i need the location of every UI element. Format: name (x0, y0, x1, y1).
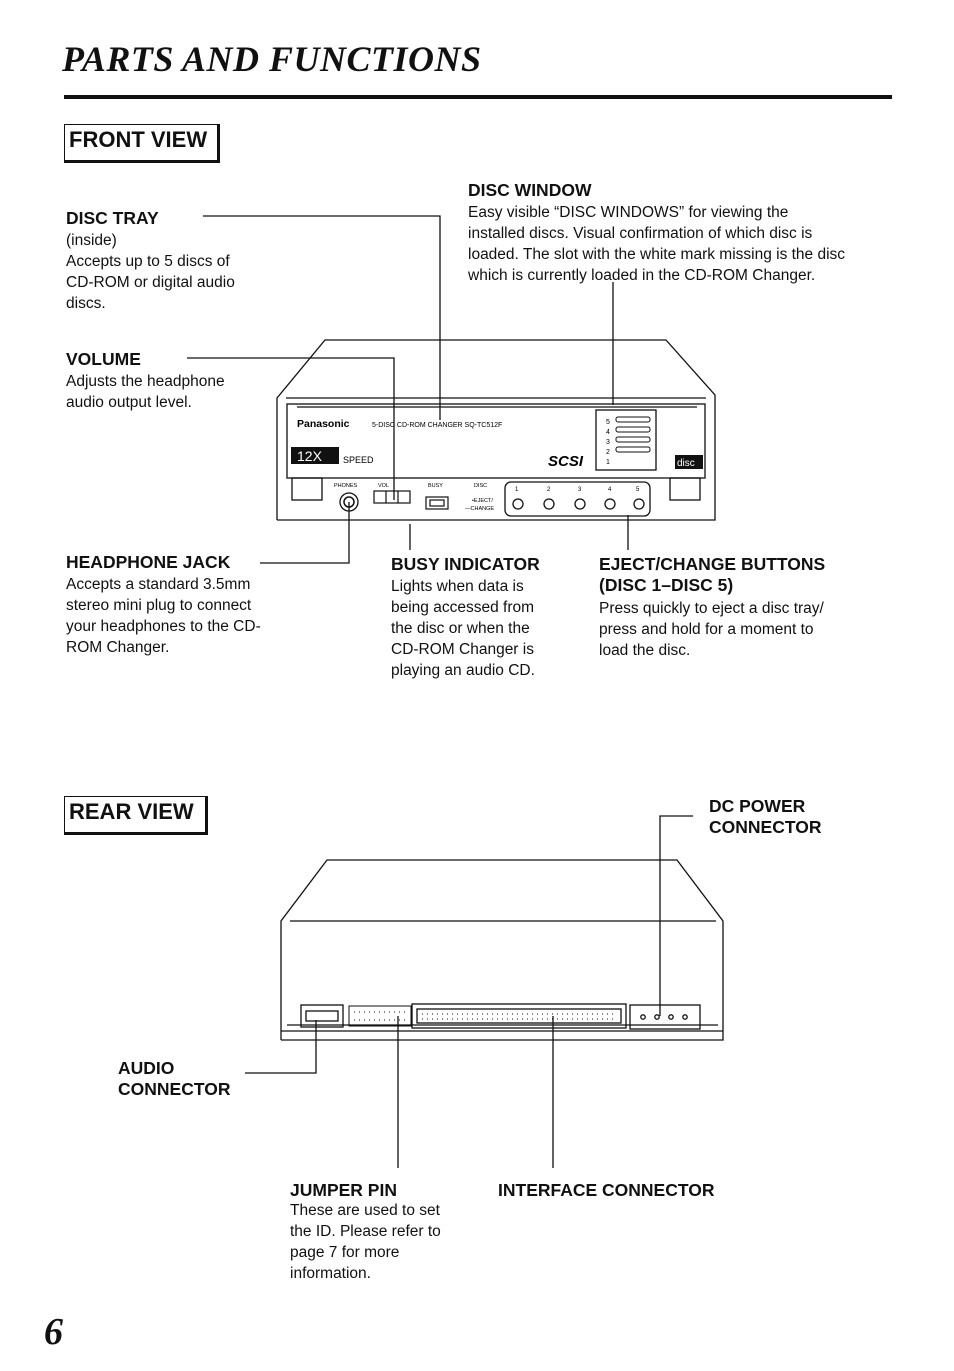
cd-logo-icon (675, 455, 703, 469)
headphone-jack-desc: Accepts a standard 3.5mm stereo mini plu… (66, 576, 261, 656)
busy-label: BUSY (428, 483, 443, 489)
disc-tray-desc: (inside) Accepts up to 5 discs of CD-ROM… (66, 232, 235, 312)
volume-slider[interactable] (373, 490, 411, 504)
page-title: PARTS AND FUNCTIONS (62, 39, 482, 79)
svg-text:5: 5 (636, 487, 640, 493)
svg-text:2: 2 (547, 487, 551, 493)
brand-text: Panasonic (297, 418, 350, 430)
front-leader-lines (187, 215, 629, 564)
speed-text: SPEED (343, 455, 374, 465)
jumper-pin-label: JUMPER PIN (290, 1180, 397, 1200)
eject-buttons-group: 1 2 3 4 5 (504, 481, 651, 517)
slot-number: 5 (606, 419, 610, 426)
disc-window-label: DISC WINDOW (468, 180, 592, 200)
audio-connector-label: AUDIO CONNECTOR (118, 1058, 231, 1099)
eject-button-4[interactable] (604, 498, 616, 510)
busy-indicator-desc: Lights when data is being accessed from … (391, 578, 535, 679)
page-number: 6 (44, 1311, 63, 1353)
jumper-pin-block[interactable] (348, 1005, 412, 1027)
interface-connector-label: INTERFACE CONNECTOR (498, 1180, 715, 1200)
busy-indicator-label: BUSY INDICATOR (391, 554, 540, 574)
eject-button-2[interactable] (543, 498, 555, 510)
disc-tray-label: DISC TRAY (66, 208, 159, 228)
speed-badge-bg (291, 447, 339, 464)
dc-power-label: DC POWER CONNECTOR (709, 796, 822, 837)
jumper-pin-desc: These are used to set the ID. Please ref… (290, 1202, 441, 1282)
disc-window-panel: 5 4 3 2 1 (595, 409, 657, 471)
vol-label: VOL (378, 483, 389, 489)
disc-window-desc: Easy visible “DISC WINDOWS” for viewing … (468, 204, 846, 284)
eject-button-1[interactable] (512, 498, 524, 510)
scsi-text: SCSI (548, 453, 584, 470)
volume-label: VOLUME (66, 349, 141, 369)
svg-text:3: 3 (578, 487, 582, 493)
svg-text:1: 1 (515, 487, 519, 493)
eject-button-3[interactable] (574, 498, 586, 510)
cd-logo-text: disc (677, 458, 695, 469)
volume-desc: Adjusts the headphone audio output level… (66, 373, 225, 411)
busy-indicator-light (425, 496, 449, 510)
eject-buttons-label: EJECT/CHANGE BUTTONS (DISC 1–DISC 5) (599, 554, 826, 595)
eject-label: •EJECT/ (472, 498, 493, 504)
front-view-heading: FRONT VIEW (64, 124, 220, 163)
rear-leader-lines (245, 815, 693, 1168)
headphone-jack-label: HEADPHONE JACK (66, 552, 231, 572)
headphone-jack-icon[interactable] (339, 492, 359, 512)
slot-number: 1 (606, 459, 610, 466)
speed-badge: 12X (297, 448, 323, 464)
phones-label: PHONES (334, 483, 358, 489)
rear-device-body (280, 859, 724, 1041)
front-view-diagram: Panasonic 5-DISC CD-ROM CHANGER SQ-TC512… (187, 215, 716, 564)
front-device-body (276, 339, 716, 521)
dc-power-connector-port[interactable] (629, 1004, 701, 1030)
eject-buttons-desc: Press quickly to eject a disc tray/ pres… (599, 600, 824, 659)
interface-connector-port[interactable] (411, 1003, 627, 1029)
rear-view-diagram (245, 815, 724, 1168)
disc-label: DISC (474, 483, 487, 489)
title-rule (64, 95, 892, 99)
change-label: —CHANGE (465, 506, 494, 512)
slot-number: 2 (606, 449, 610, 456)
svg-text:4: 4 (608, 487, 612, 493)
model-text: 5-DISC CD-ROM CHANGER SQ-TC512F (372, 422, 502, 429)
rear-view-heading: REAR VIEW (64, 796, 208, 835)
slot-number: 4 (606, 429, 610, 436)
audio-connector-port[interactable] (300, 1004, 344, 1028)
slot-number: 3 (606, 439, 610, 446)
eject-button-5[interactable] (633, 498, 645, 510)
